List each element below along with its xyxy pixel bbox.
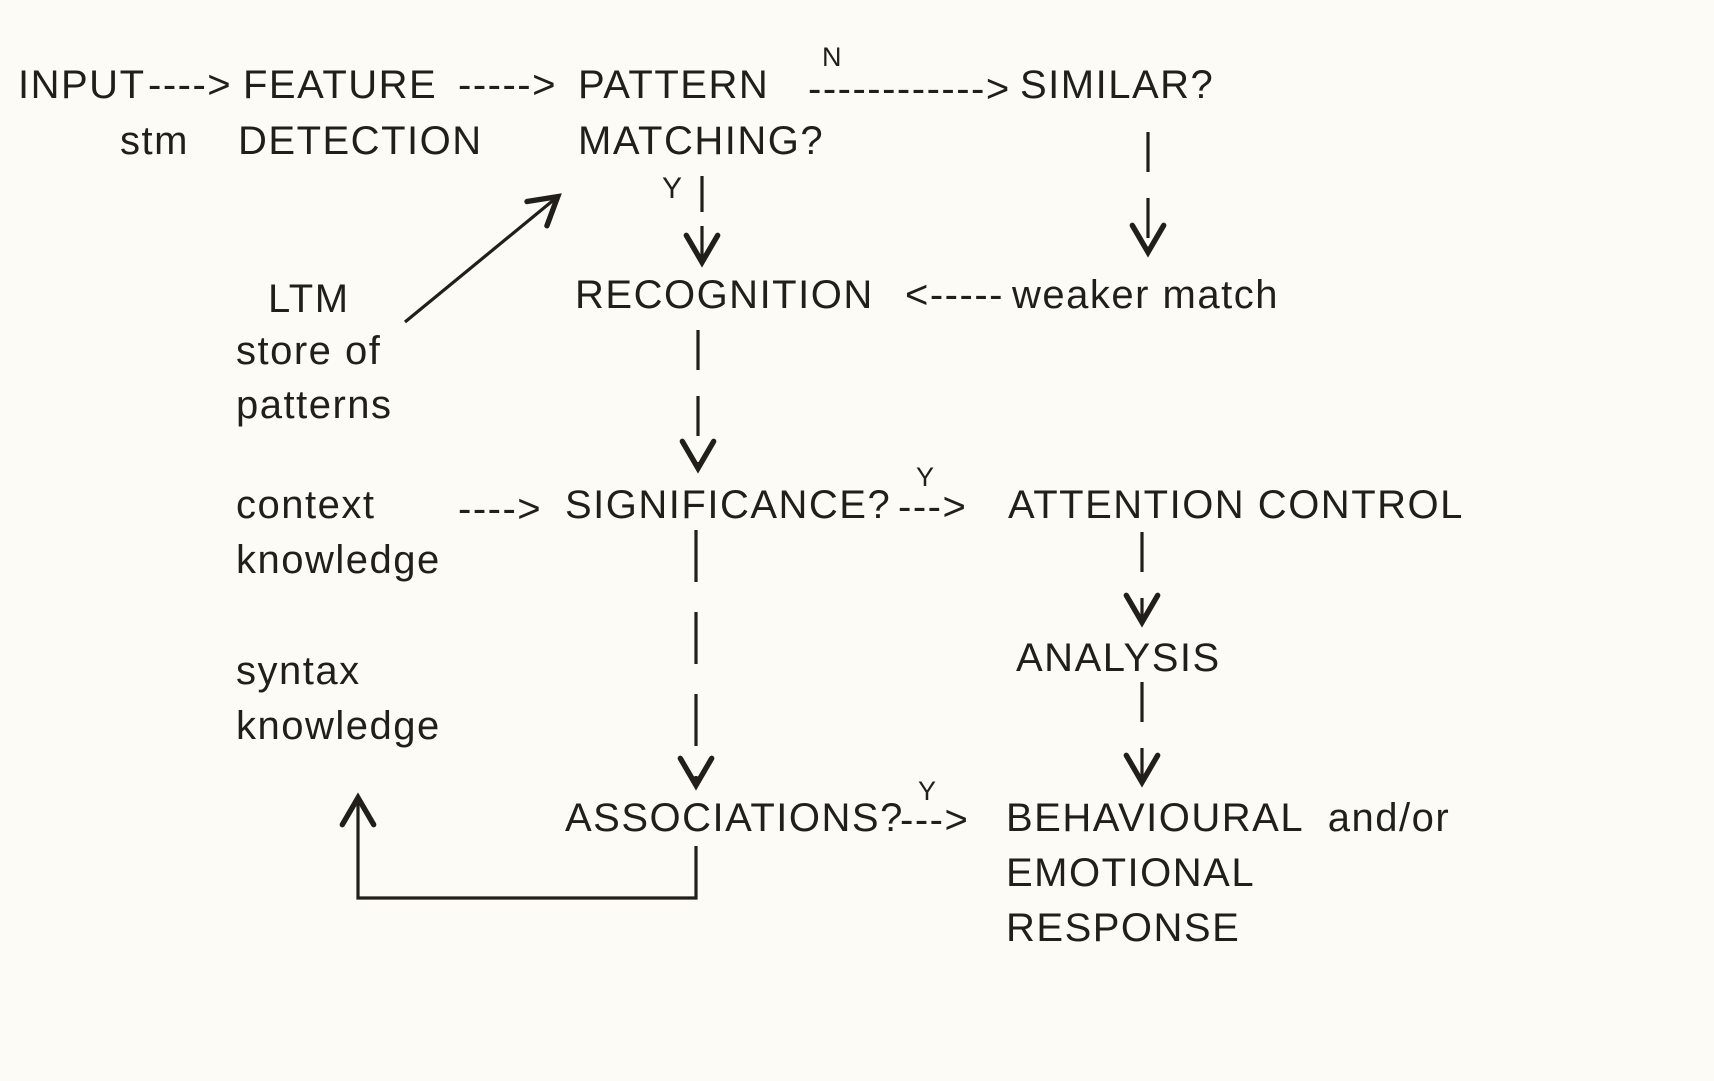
arrow-pattern-similar: ------------> xyxy=(808,67,1011,111)
node-feature-line2: DETECTION xyxy=(238,119,483,163)
arrow-significance-attention: ---> xyxy=(898,485,968,529)
node-ltm: LTM xyxy=(268,277,350,321)
label-yes-pattern: Y xyxy=(662,172,683,205)
node-pattern-line1: PATTERN xyxy=(578,63,770,107)
node-context-line1: context xyxy=(236,483,376,527)
node-input: INPUT xyxy=(18,63,146,107)
label-yes-significance: Y xyxy=(916,462,935,492)
node-associations: ASSOCIATIONS? xyxy=(565,796,904,840)
node-similar: SIMILAR? xyxy=(1020,63,1215,107)
node-syntax-line1: syntax xyxy=(236,649,361,693)
node-context-line2: knowledge xyxy=(236,538,441,582)
arrow-feature-pattern: -----> xyxy=(458,63,557,107)
node-stm: stm xyxy=(120,119,189,163)
arrow-associations-behaviour: ---> xyxy=(900,798,970,842)
node-behaviour-line3: RESPONSE xyxy=(1006,906,1241,950)
label-yes-associations: Y xyxy=(918,776,937,806)
connector-ltm-to-pattern-diagonal xyxy=(403,193,562,324)
node-feature-line1: FEATURE xyxy=(243,63,438,107)
node-significance: SIGNIFICANCE? xyxy=(565,483,892,527)
label-no: N xyxy=(822,42,842,72)
node-ltm-sub1: store of xyxy=(236,329,382,373)
arrow-weaker-recognition: <----- xyxy=(905,273,1004,317)
arrow-context-significance: ----> xyxy=(458,487,543,531)
node-recognition: RECOGNITION xyxy=(575,273,874,317)
arrow-input-feature: ----> xyxy=(148,63,233,107)
connector-associations-feedback-loop xyxy=(339,792,698,900)
node-ltm-sub2: patterns xyxy=(236,383,393,427)
node-behaviour-line1: BEHAVIOURAL and/or xyxy=(1006,796,1451,840)
node-attention-control: ATTENTION CONTROL xyxy=(1008,483,1464,527)
node-weaker-match: weaker match xyxy=(1012,273,1279,317)
node-analysis: ANALYSIS xyxy=(1016,636,1221,680)
node-behaviour-line2: EMOTIONAL xyxy=(1006,851,1256,895)
node-pattern-line2: MATCHING? xyxy=(578,119,825,163)
node-syntax-line2: knowledge xyxy=(236,704,441,748)
